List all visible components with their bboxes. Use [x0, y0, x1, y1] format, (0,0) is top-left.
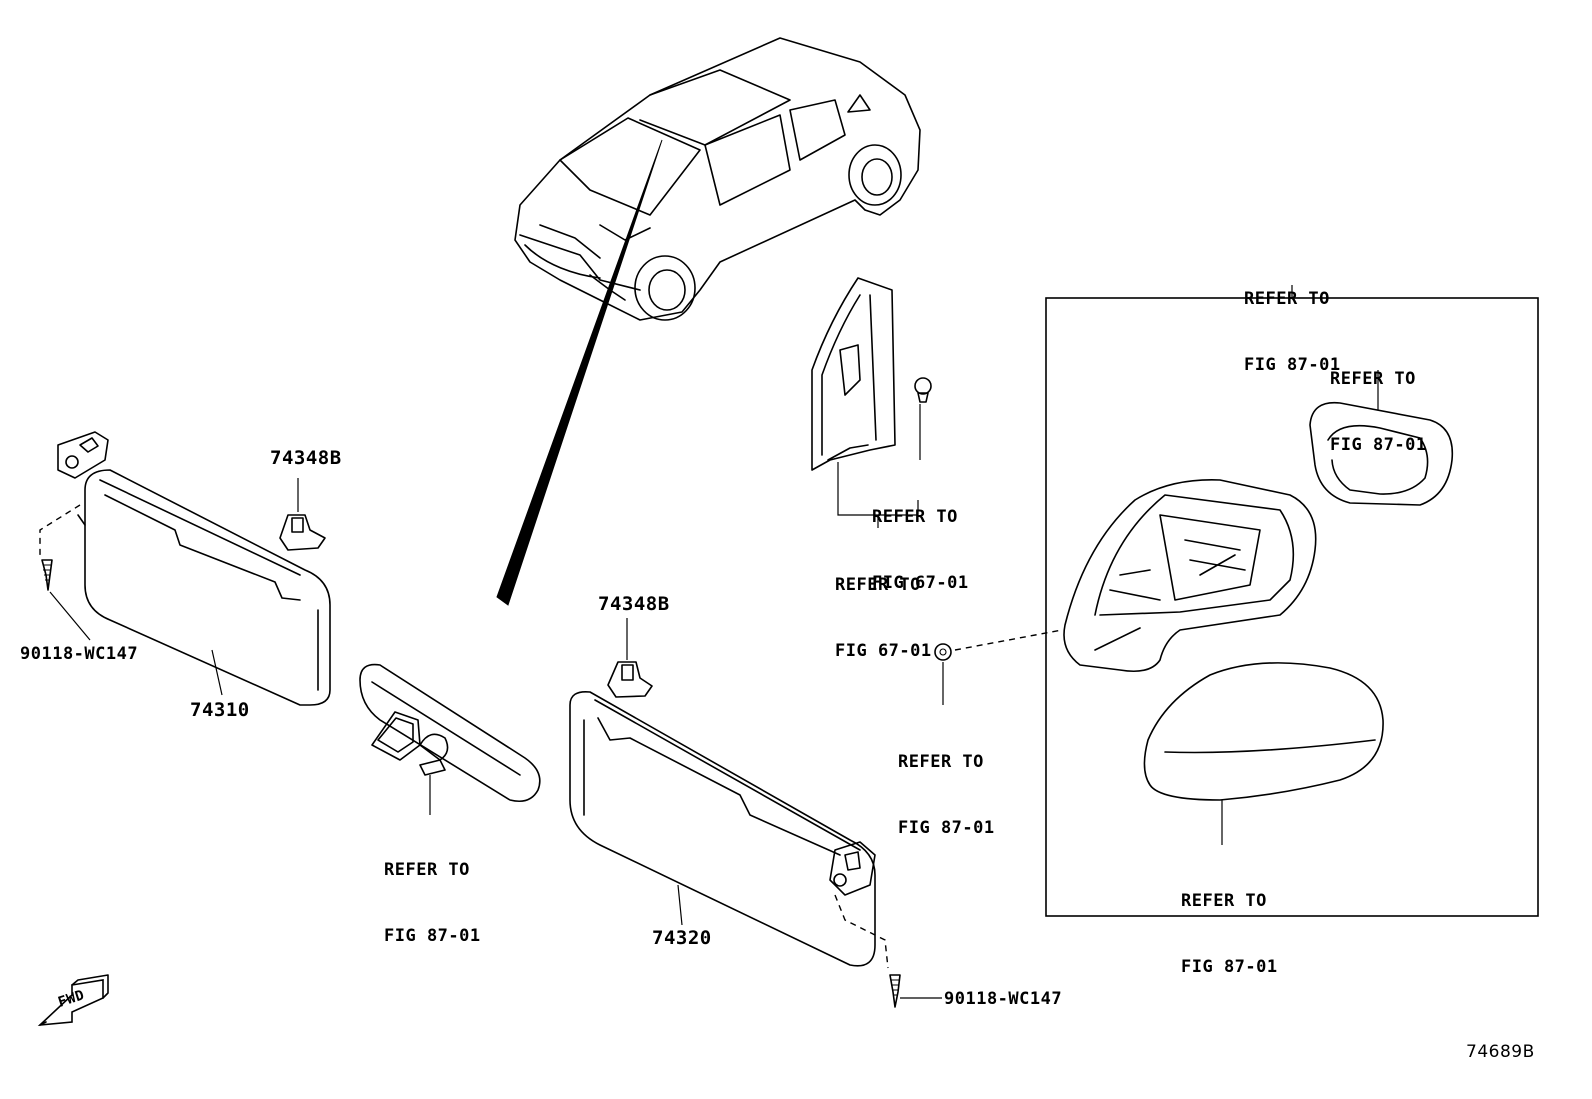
- refer-label-mirror-nut: REFER TO FIG 87-01: [898, 752, 995, 838]
- mirror-nut: [934, 643, 952, 705]
- vehicle-illustration: [514, 37, 921, 321]
- sun-visor-right: [569, 690, 889, 969]
- screw-right: [889, 974, 942, 1008]
- mirror-housing: [954, 479, 1317, 673]
- mirror-cover: [1143, 662, 1384, 845]
- part-number-screw-right: 90118-WC147: [944, 989, 1063, 1009]
- sun-visor-left: [39, 431, 331, 706]
- inner-rearview-mirror: [359, 663, 541, 815]
- refer-label-pillar-clip: REFER TO FIG 67-01: [872, 507, 969, 593]
- part-number-visor-left-holder: 74348B: [270, 447, 342, 469]
- pointer-wedge: [496, 139, 663, 606]
- refer-label-outer-mirror-group: REFER TO FIG 87-01: [1244, 289, 1341, 375]
- refer-label-mirror-glass: REFER TO FIG 87-01: [1330, 369, 1427, 455]
- illustration-code: 74689B: [1466, 1042, 1535, 1062]
- refer-label-pillar-garnish: REFER TO FIG 67-01: [835, 575, 932, 661]
- pillar-garnish: [811, 277, 919, 528]
- part-number-visor-left: 74310: [190, 699, 250, 721]
- clip-pillar: [914, 377, 932, 460]
- visor-holder-right: [607, 618, 653, 698]
- mirror-glass: [1309, 370, 1454, 506]
- screw-left: [41, 559, 91, 641]
- refer-label-inner-mirror: REFER TO FIG 87-01: [384, 860, 481, 946]
- part-number-visor-right: 74320: [652, 927, 712, 949]
- forward-arrow-icon: [37, 974, 109, 1027]
- visor-holder-left: [279, 478, 326, 551]
- refer-label-mirror-cover: REFER TO FIG 87-01: [1181, 891, 1278, 977]
- part-number-screw-left: 90118-WC147: [20, 644, 139, 664]
- part-number-visor-right-holder: 74348B: [598, 593, 670, 615]
